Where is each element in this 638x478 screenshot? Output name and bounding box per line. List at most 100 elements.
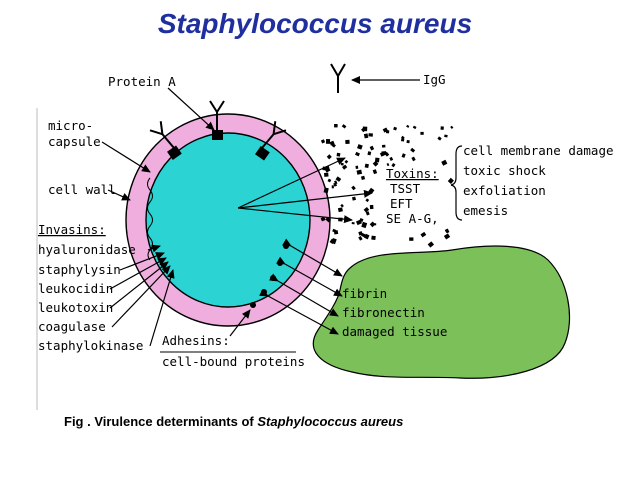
cell-wall-pointer [107,189,131,201]
microcapsule-label-line1: micro- [48,118,93,133]
toxin-particle [441,159,448,166]
toxin-particle [357,144,363,150]
toxin-particle [355,165,359,170]
igg-antibody-icon [149,121,175,149]
toxin-particle [340,203,344,208]
toxin-effect-label: emesis [463,203,508,218]
cell-interior [145,132,311,308]
toxin-particle [406,124,410,128]
invasin-label: staphylysin [38,262,121,277]
igg-legend-icon [330,63,346,93]
invasin-label: hyaluronidase [38,242,136,257]
tissue-label: fibrin [342,286,387,301]
toxin-particle [335,176,342,182]
toxin-particle [358,231,363,236]
toxin-particle [374,157,380,163]
caption-prefix: Fig . Virulence determinants of [64,414,258,429]
toxin-particle [363,207,370,213]
adhesins-label-line1: Adhesins: [162,333,230,348]
toxin-label: SE A-G, [386,211,439,226]
microcapsule-pointer [101,141,151,173]
toxin-particle [333,182,338,187]
toxin-particle [369,204,374,210]
toxin-effect-label: toxic shock [463,163,546,178]
toxin-effects-brace [450,145,463,221]
toxin-particle [372,160,379,167]
toxin-particle [411,156,416,162]
toxin-particle [365,211,370,216]
toxin-particle [420,231,427,238]
toxin-particle [373,223,377,226]
toxin-particle [406,140,410,144]
toxin-particle [340,162,344,166]
toxin-particle [386,163,390,167]
toxin-particle [368,133,373,137]
toxin-particle [443,233,451,240]
tissue-label: damaged tissue [342,324,447,339]
toxin-particle [325,216,331,223]
adhesin-dot [261,289,267,295]
toxin-particle [371,235,376,240]
toxin-particle [360,175,366,180]
toxin-particle [389,156,394,161]
toxin-particle [447,177,454,184]
toxin-particle [382,144,386,148]
toxin-particle [401,135,405,140]
toxin-particle [361,221,368,229]
toxin-particle [391,162,396,168]
toxin-particle [437,136,442,141]
invasin-label: leukocidin [38,281,113,296]
toxin-particle [369,145,375,151]
toxin-particle [329,140,335,146]
toxin-label: EFT [390,196,413,211]
toxin-particle [327,178,332,183]
toxin-particle [323,187,329,194]
toxin-particle [427,241,435,248]
toxin-particle [420,131,424,135]
toxin-effect-label: exfoliation [463,183,546,198]
toxin-particle [361,232,367,238]
toxin-particle [361,127,366,133]
toxin-particle [341,124,347,129]
toxin-particle [400,138,405,142]
toxin-particle [336,152,341,157]
toxin-pointers [237,157,373,224]
toxin-particle [369,221,376,228]
toxin-particle [345,139,350,144]
toxin-particle [344,159,349,164]
caption-organism: Staphylococcus aureus [257,414,404,429]
protein-a-square [255,146,270,161]
adhesin-binding-arrows [259,238,343,335]
toxin-particle [320,216,326,222]
invasin-label: leukotoxin [38,300,113,315]
toxin-particle [351,196,356,201]
adhesin-dot [277,260,283,266]
toxin-particle [445,229,450,234]
adhesins-label-line2: cell-bound proteins [162,354,305,369]
microcapsule-label-line2: capsule [48,134,101,149]
page-title: Staphylococcus aureus [157,8,473,39]
toxin-particle [444,134,448,138]
toxin-particle [332,228,337,233]
toxin-particle [337,207,343,213]
toxin-particle [324,172,329,177]
toxin-particle [450,125,454,129]
toxin-particle [410,147,416,153]
toxin-particle [382,127,388,133]
toxin-label: TSST [390,181,421,196]
toxin-particle [393,126,398,131]
toxin-particle [325,138,331,144]
toxin-particle [372,169,378,175]
protein-a-square [167,145,182,160]
adhesins-pointer [229,309,251,337]
toxin-particle [381,151,387,156]
toxins-header: Toxins: [386,166,439,181]
invasins-header: Invasins: [38,222,106,237]
toxin-particle [320,139,326,144]
toxin-particles [320,124,454,248]
invasin-label: coagulase [38,319,106,334]
toxin-particle [401,153,406,158]
adhesin-dot [250,302,256,308]
igg-label: IgG [423,72,446,87]
toxin-particle [364,163,369,169]
